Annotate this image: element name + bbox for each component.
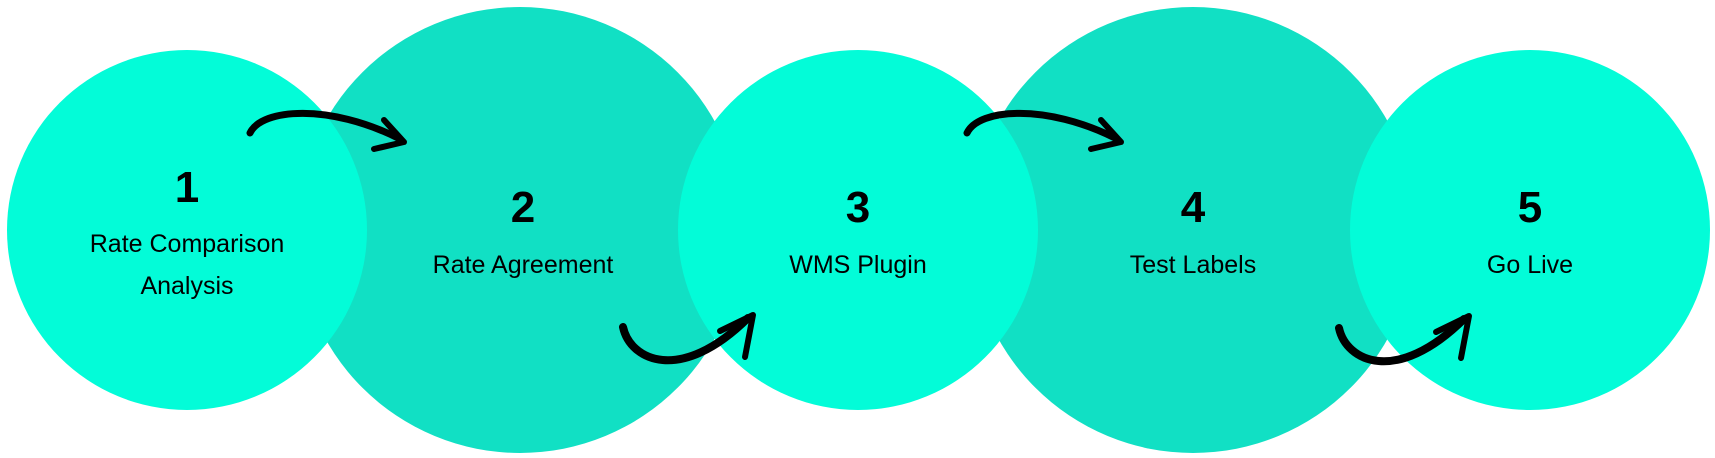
step-label: Rate Agreement (432, 251, 614, 279)
step-3-circle (678, 50, 1038, 410)
arrow-1-to-2-icon (246, 109, 407, 152)
step-2: 2 Rate Agreement (363, 0, 683, 458)
step-label-line: Rate Comparison (89, 230, 285, 258)
arrow-3-to-4-icon (963, 109, 1124, 152)
step-number: 5 (1517, 183, 1543, 232)
step-4-circle (970, 7, 1416, 453)
step-1: 1 Rate Comparison Analysis (27, 0, 347, 458)
step-label: Go Live (1486, 251, 1574, 279)
step-number: 2 (510, 183, 536, 232)
arrow-2-to-3-icon (619, 312, 756, 365)
step-number: 1 (174, 163, 200, 212)
step-label-line: Analysis (140, 272, 234, 300)
step-label: WMS Plugin (789, 251, 927, 279)
step-5: 5 Go Live (1370, 0, 1690, 458)
step-label: Rate Comparison Analysis (27, 223, 347, 307)
step-number: 4 (1180, 183, 1206, 232)
step-number: 3 (845, 183, 871, 232)
step-3: 3 WMS Plugin (698, 0, 1018, 458)
step-2-circle (297, 7, 743, 453)
arrow-4-to-5-icon (1335, 313, 1472, 366)
step-4: 4 Test Labels (1033, 0, 1353, 458)
step-label: Test Labels (1129, 251, 1257, 279)
step-5-circle (1350, 50, 1710, 410)
